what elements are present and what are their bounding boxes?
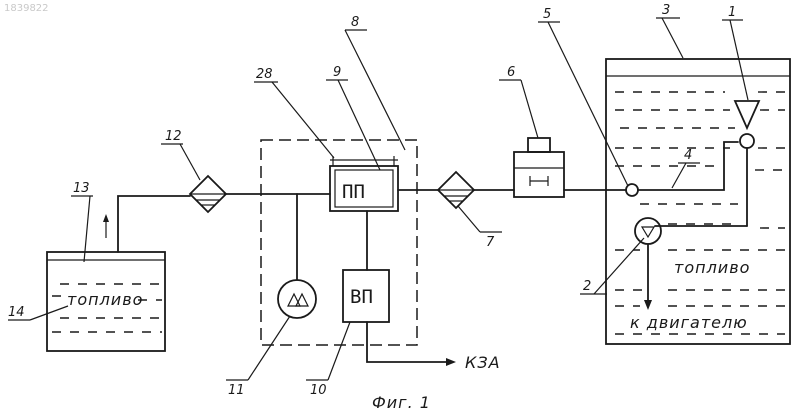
callout-13: 13 xyxy=(73,181,90,196)
callout-14: 14 xyxy=(8,305,25,320)
filter-7 xyxy=(438,172,474,208)
flow-arrow-up-head xyxy=(103,214,109,222)
kza-label: КЗА xyxy=(465,353,501,372)
kza-line xyxy=(367,322,450,362)
filter-12 xyxy=(190,176,226,212)
callout-1: 1 xyxy=(728,5,736,20)
main-tank-fuel-label: топливо xyxy=(674,258,750,277)
pump-unit-label: ПП xyxy=(342,181,365,203)
block-10-label: ВП xyxy=(350,286,373,308)
pump-unit-9: ПП xyxy=(330,156,398,211)
callout-11: 11 xyxy=(228,383,245,398)
kza-arrow-head xyxy=(446,358,456,366)
callout-5: 5 xyxy=(543,7,551,22)
supply-tank-fuel-label: топливо xyxy=(67,290,143,309)
callout-7: 7 xyxy=(486,235,495,250)
supply-tank: топливо xyxy=(47,252,165,351)
callout-6: 6 xyxy=(507,65,515,80)
block-10: ВП xyxy=(343,270,389,322)
callout-9: 9 xyxy=(333,65,341,80)
callout-12: 12 xyxy=(165,129,182,144)
main-tank-body xyxy=(606,59,790,344)
callout-28: 28 xyxy=(256,67,273,82)
callout-2: 2 xyxy=(583,279,591,294)
watermark: 1839822 xyxy=(4,3,49,14)
to-engine-label: к двигателю xyxy=(630,313,748,332)
valve-6 xyxy=(514,138,564,197)
pump-2 xyxy=(635,218,661,310)
callout-4: 4 xyxy=(684,148,692,163)
callout-8: 8 xyxy=(351,15,359,30)
ejector-1 xyxy=(655,101,759,226)
engine-feed-arrow xyxy=(644,300,652,310)
suction-pipe xyxy=(118,196,190,252)
sensor-11 xyxy=(278,280,316,318)
figure-caption: Фиг. 1 xyxy=(372,393,431,412)
callout-10: 10 xyxy=(310,383,327,398)
callout-3: 3 xyxy=(662,3,670,18)
main-tank: топливо к двигателю xyxy=(606,59,790,344)
